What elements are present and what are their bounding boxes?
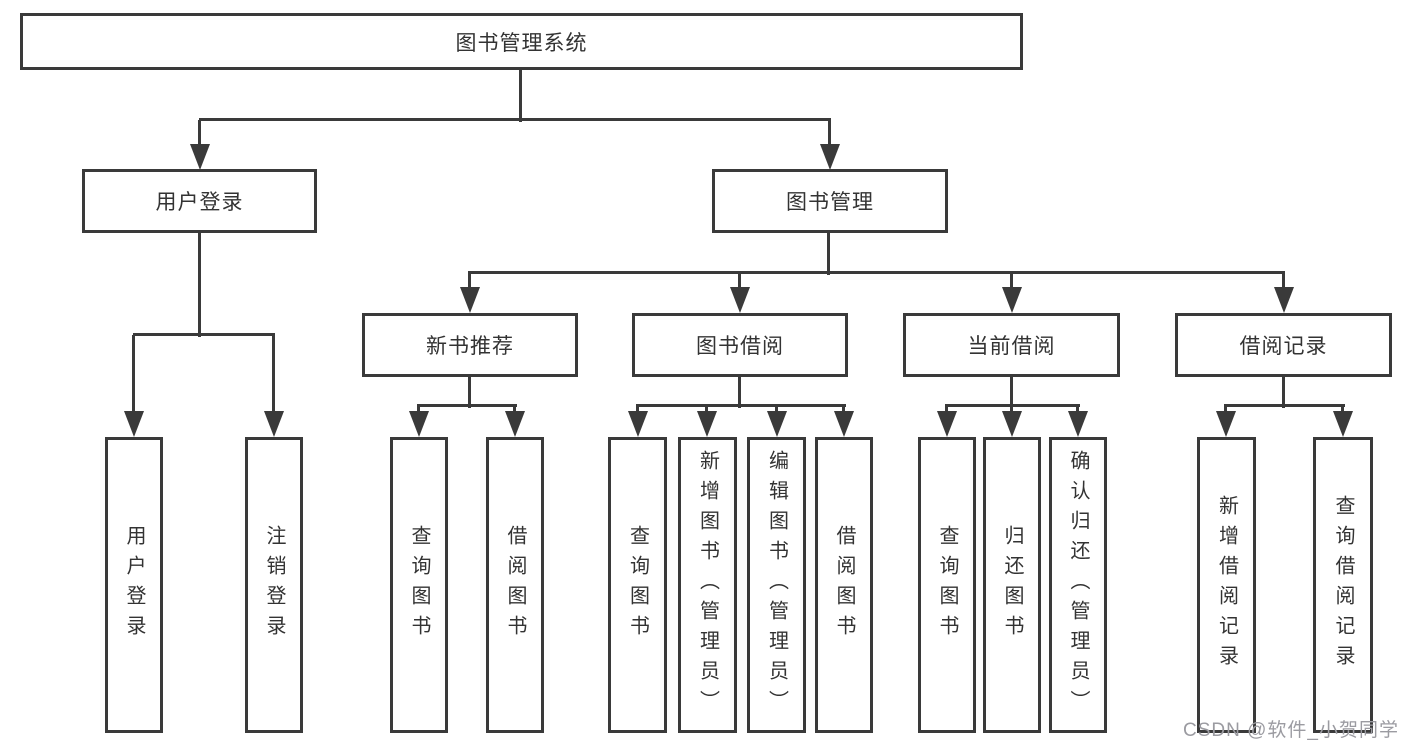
- connector-bar: [417, 404, 517, 407]
- node-root: 图书管理系统: [20, 13, 1023, 70]
- connector-stem: [468, 377, 471, 408]
- connector-arrow-line: [1010, 406, 1013, 413]
- arrowhead-down-icon: [190, 144, 210, 170]
- node-logout-leaf: 注销登录: [245, 437, 303, 733]
- connector-arrow-line: [468, 273, 471, 289]
- arrowhead-down-icon: [1333, 411, 1353, 437]
- node-book-management: 图书管理: [712, 169, 948, 233]
- connector-arrow-line: [945, 406, 948, 413]
- node-borrow-records: 借阅记录: [1175, 313, 1392, 377]
- node-label-book-management: 图书管理: [786, 191, 874, 214]
- arrowhead-down-icon: [767, 411, 787, 437]
- node-label-edit-books-admin: 编辑图书（管理员）: [765, 450, 788, 720]
- connector-bar: [636, 404, 846, 407]
- node-query-books-borrow: 查询图书: [608, 437, 667, 733]
- connector-bar: [1224, 404, 1345, 407]
- node-add-borrow-record: 新增借阅记录: [1197, 437, 1256, 733]
- node-borrow-books-borrow: 借阅图书: [815, 437, 873, 733]
- connector-arrow-line: [513, 406, 516, 413]
- connector-stem: [1010, 377, 1013, 408]
- node-user-login: 用户登录: [82, 169, 317, 233]
- arrowhead-down-icon: [834, 411, 854, 437]
- node-return-books: 归还图书: [983, 437, 1041, 733]
- connector-bar: [199, 118, 831, 121]
- connector-stem: [519, 70, 522, 122]
- connector-bar: [133, 333, 275, 336]
- node-label-new-book-recommend: 新书推荐: [426, 335, 514, 358]
- connector-arrow-line: [738, 273, 741, 289]
- node-label-query-books-borrow: 查询图书: [626, 525, 649, 645]
- connector-stem: [1282, 377, 1285, 408]
- node-label-query-books-current: 查询图书: [936, 525, 958, 645]
- connector-arrow-line: [272, 335, 275, 413]
- node-book-borrow: 图书借阅: [632, 313, 848, 377]
- connector-arrow-line: [417, 406, 420, 413]
- node-label-add-borrow-record: 新增借阅记录: [1215, 495, 1238, 675]
- arrowhead-down-icon: [1002, 411, 1022, 437]
- connector-arrow-line: [828, 120, 831, 146]
- node-current-borrow: 当前借阅: [903, 313, 1120, 377]
- arrowhead-down-icon: [1274, 287, 1294, 313]
- arrowhead-down-icon: [264, 411, 284, 437]
- connector-arrow-line: [198, 120, 201, 146]
- arrowhead-down-icon: [937, 411, 957, 437]
- node-label-query-borrow-record: 查询借阅记录: [1332, 495, 1354, 675]
- arrowhead-down-icon: [730, 287, 750, 313]
- connector-stem: [738, 377, 741, 408]
- connector-arrow-line: [1076, 406, 1079, 413]
- connector-arrow-line: [842, 406, 845, 413]
- arrowhead-down-icon: [460, 287, 480, 313]
- connector-arrow-line: [636, 406, 639, 413]
- node-borrow-books-new: 借阅图书: [486, 437, 544, 733]
- arrowhead-down-icon: [505, 411, 525, 437]
- arrowhead-down-icon: [1002, 287, 1022, 313]
- node-query-borrow-record: 查询借阅记录: [1313, 437, 1373, 733]
- node-add-books-admin: 新增图书（管理员）: [678, 437, 737, 733]
- node-edit-books-admin: 编辑图书（管理员）: [747, 437, 806, 733]
- node-query-books-current: 查询图书: [918, 437, 976, 733]
- node-query-books-new: 查询图书: [390, 437, 448, 733]
- arrowhead-down-icon: [124, 411, 144, 437]
- arrowhead-down-icon: [697, 411, 717, 437]
- connector-stem: [827, 233, 830, 275]
- connector-arrow-line: [775, 406, 778, 413]
- node-label-add-books-admin: 新增图书（管理员）: [696, 450, 719, 720]
- csdn-watermark: CSDN @软件_小贺同学: [1183, 720, 1399, 741]
- connector-arrow-line: [705, 406, 708, 413]
- node-label-confirm-return-admin: 确认归还（管理员）: [1067, 450, 1089, 720]
- node-label-borrow-books-new: 借阅图书: [504, 525, 526, 645]
- node-label-borrow-records: 借阅记录: [1239, 335, 1328, 358]
- node-label-borrow-books-borrow: 借阅图书: [833, 525, 855, 645]
- node-label-return-books: 归还图书: [1001, 525, 1023, 645]
- arrowhead-down-icon: [409, 411, 429, 437]
- arrowhead-down-icon: [820, 144, 840, 170]
- arrowhead-down-icon: [1216, 411, 1236, 437]
- node-confirm-return-admin: 确认归还（管理员）: [1049, 437, 1107, 733]
- connector-bar: [468, 271, 1285, 274]
- connector-stem: [198, 233, 201, 337]
- node-label-current-borrow: 当前借阅: [967, 335, 1056, 358]
- arrowhead-down-icon: [1068, 411, 1088, 437]
- node-user-login-leaf: 用户登录: [105, 437, 163, 733]
- node-label-logout-leaf: 注销登录: [263, 525, 285, 645]
- connector-arrow-line: [1341, 406, 1344, 413]
- node-label-book-borrow: 图书借阅: [696, 335, 784, 358]
- connector-arrow-line: [1282, 273, 1285, 289]
- node-label-user-login-leaf: 用户登录: [123, 525, 145, 645]
- node-label-user-login: 用户登录: [155, 191, 244, 214]
- connector-arrow-line: [1010, 273, 1013, 289]
- node-new-book-recommend: 新书推荐: [362, 313, 578, 377]
- node-label-root: 图书管理系统: [455, 31, 588, 55]
- node-label-query-books-new: 查询图书: [408, 525, 430, 645]
- connector-arrow-line: [1224, 406, 1227, 413]
- connector-arrow-line: [132, 335, 135, 413]
- arrowhead-down-icon: [628, 411, 648, 437]
- connector-bar: [945, 404, 1080, 407]
